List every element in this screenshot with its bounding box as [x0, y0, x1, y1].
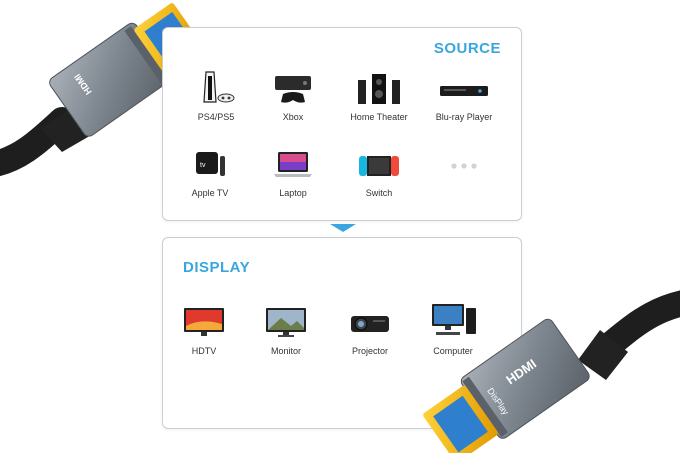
device-laptop: Laptop [258, 146, 328, 198]
projector-icon [351, 316, 389, 332]
device-label: Projector [351, 346, 388, 356]
device-apple-tv: tv Apple TV [175, 146, 245, 198]
monitor-icon [266, 308, 306, 337]
device-monitor: Monitor [251, 304, 321, 356]
device-label: Computer [433, 346, 473, 356]
device-label: Xbox [282, 112, 304, 122]
device-more [429, 146, 499, 188]
bluray-player-icon [440, 86, 488, 96]
xbox-console-icon [275, 76, 311, 103]
device-bluray: Blu-ray Player [429, 70, 499, 122]
hdtv-icon [184, 308, 224, 336]
display-panel: DISPLAY HDTV Monitor Projector [162, 237, 522, 429]
device-label: Home Theater [350, 112, 408, 122]
device-label: Laptop [279, 188, 307, 198]
more-dots-icon [451, 163, 477, 169]
svg-text:tv: tv [200, 162, 206, 169]
device-label: Blu-ray Player [435, 112, 493, 122]
laptop-icon [274, 152, 312, 177]
device-label: HDTV [191, 346, 217, 356]
computer-icon [432, 304, 476, 335]
device-label: Monitor [270, 346, 301, 356]
device-projector: Projector [335, 304, 405, 356]
device-label: Switch [365, 188, 393, 198]
top-plug-brand: HDMI [72, 72, 93, 97]
device-home-theater: Home Theater [344, 70, 414, 122]
device-switch: Switch [344, 146, 414, 198]
switch-console-icon [359, 156, 399, 176]
source-panel: SOURCE PS4/PS5 Xbox Home Theater [162, 27, 522, 221]
device-label: Apple TV [191, 188, 229, 198]
apple-tv-icon: tv [196, 152, 225, 176]
down-arrow-icon [330, 224, 356, 232]
device-ps: PS4/PS5 [181, 70, 251, 122]
game-console-icon [203, 71, 235, 103]
source-title: SOURCE [433, 40, 501, 57]
device-computer: Computer [418, 300, 488, 356]
device-label: PS4/PS5 [197, 112, 235, 122]
device-xbox: Xbox [258, 70, 328, 122]
home-theater-icon [358, 74, 400, 104]
display-title: DISPLAY [183, 259, 251, 276]
device-hdtv: HDTV [169, 304, 239, 356]
